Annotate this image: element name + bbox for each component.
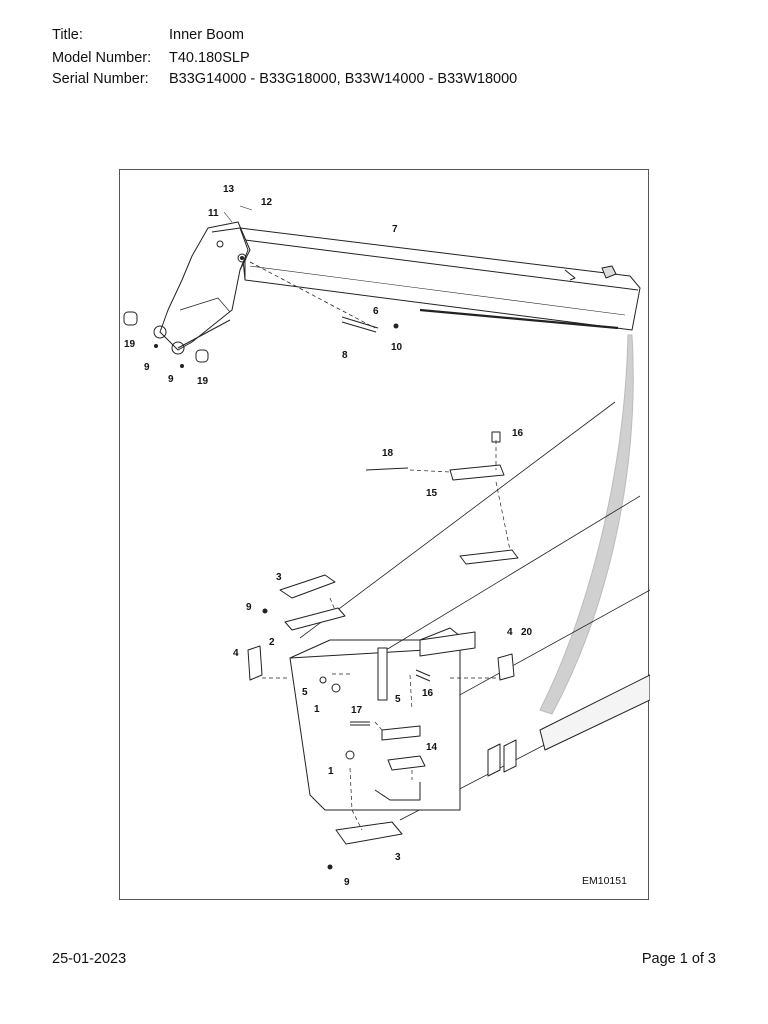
callout-10: 10 — [391, 342, 403, 353]
parts-diagram: 13 12 11 7 6 8 10 19 9 9 19 16 18 15 3 9… — [119, 169, 650, 900]
model-number-label: Model Number: — [52, 50, 152, 66]
callout-15: 15 — [426, 488, 438, 499]
callout-18: 18 — [382, 448, 394, 459]
title-value: Inner Boom — [169, 27, 244, 43]
serial-number-label: Serial Number: — [52, 71, 149, 87]
callout-1-bottom: 1 — [328, 766, 334, 777]
callout-11: 11 — [208, 208, 219, 219]
callout-9-bottom: 9 — [344, 877, 350, 888]
callout-9-mid: 9 — [246, 602, 252, 613]
callout-4-left: 4 — [233, 648, 239, 659]
callout-4-right: 4 — [507, 627, 513, 638]
callout-16-top: 16 — [512, 428, 524, 439]
callout-8: 8 — [342, 350, 348, 361]
boom-head — [123, 221, 251, 368]
callout-16-bottom: 16 — [422, 688, 434, 699]
callout-17: 17 — [351, 705, 363, 716]
fastener-group — [247, 431, 519, 870]
boom-beam — [239, 227, 641, 331]
callout-19-right: 19 — [197, 376, 209, 387]
callout-9-left: 9 — [144, 362, 150, 373]
callout-3-top: 3 — [276, 572, 282, 583]
callout-20: 20 — [521, 627, 533, 638]
callout-19-left: 19 — [124, 339, 136, 350]
title-label: Title: — [52, 27, 83, 43]
callout-12: 12 — [261, 197, 273, 208]
reference-arrow — [539, 334, 634, 715]
callout-5-left: 5 — [302, 687, 308, 698]
callout-labels: 13 12 11 7 6 8 10 19 9 9 19 16 18 15 3 9… — [124, 184, 533, 888]
callout-13: 13 — [223, 184, 235, 195]
callout-2: 2 — [269, 637, 275, 648]
callout-1-top: 1 — [314, 704, 320, 715]
callout-9-center: 9 — [168, 374, 174, 385]
footer-date: 25-01-2023 — [52, 951, 127, 967]
footer-page-number: Page 1 of 3 — [641, 951, 716, 967]
serial-number-value: B33G14000 - B33G18000, B33W14000 - B33W1… — [169, 71, 518, 87]
callout-6: 6 — [373, 306, 379, 317]
exploded-view-drawing: 13 12 11 7 6 8 10 19 9 9 19 16 18 15 3 9… — [123, 184, 650, 888]
callout-5-right: 5 — [395, 694, 401, 705]
callout-7: 7 — [392, 224, 398, 235]
callout-3-bottom: 3 — [395, 852, 401, 863]
callout-14: 14 — [426, 742, 438, 753]
drawing-code: EM10151 — [582, 875, 627, 887]
assembly-lines — [262, 440, 511, 831]
model-number-value: T40.180SLP — [169, 50, 250, 66]
